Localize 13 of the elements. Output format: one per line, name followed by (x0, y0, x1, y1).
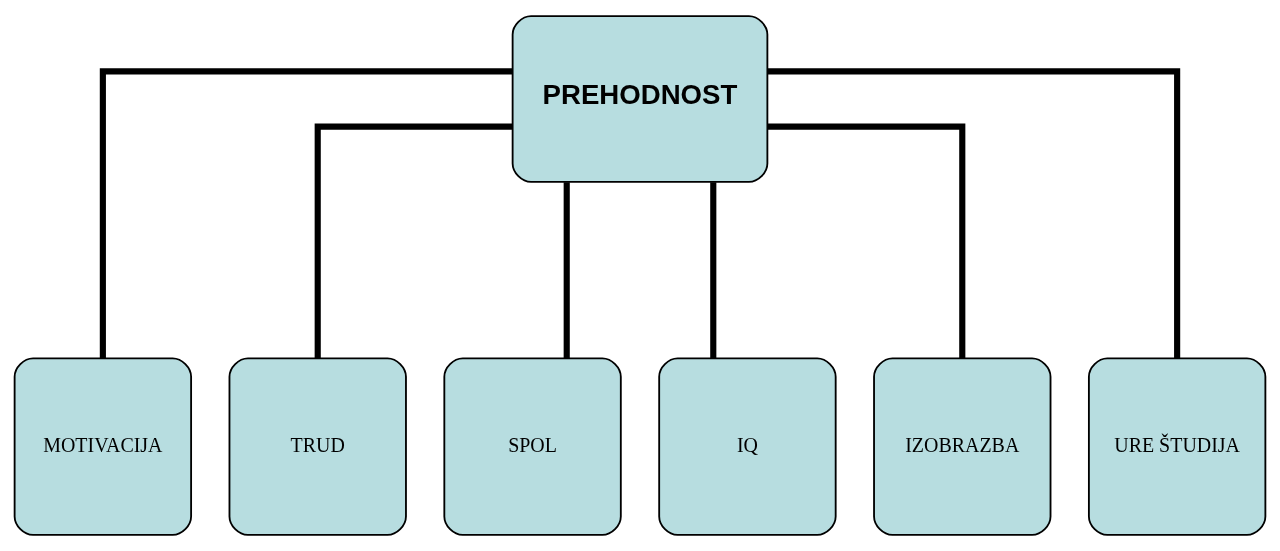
node-box: TRUD (228, 357, 407, 536)
connector (710, 182, 717, 358)
connector (563, 182, 570, 358)
node-box: MOTIVACIJA (13, 357, 193, 536)
connector (767, 123, 966, 359)
node-box: PREHODNOST (511, 15, 769, 183)
node-box: IZOBRAZBA (873, 357, 1052, 536)
connector (768, 68, 1181, 359)
node-box: SPOL (443, 357, 622, 536)
connector (314, 123, 513, 359)
node-box: URE ŠTUDIJA (1087, 357, 1267, 536)
connector (99, 68, 512, 359)
node-box: IQ (658, 357, 837, 536)
